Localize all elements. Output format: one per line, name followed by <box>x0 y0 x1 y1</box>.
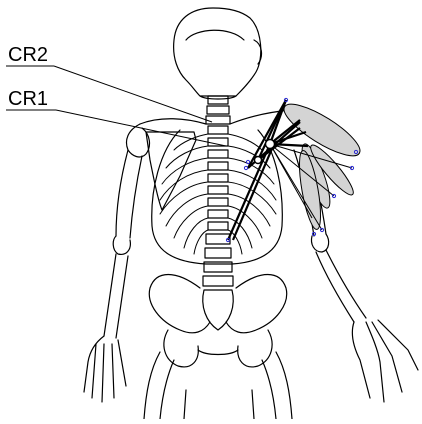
left-arm <box>84 150 142 402</box>
marker <box>246 160 249 163</box>
link-spine-node <box>228 144 270 240</box>
label-cr1: CR1 <box>8 89 48 109</box>
skull <box>174 8 262 99</box>
cr2-leader <box>54 66 212 122</box>
femurs <box>144 352 292 419</box>
cr1-leader <box>56 110 226 146</box>
spine <box>203 126 233 286</box>
marker <box>244 166 247 169</box>
joint-node-lower <box>255 157 262 164</box>
label-cr2: CR2 <box>8 45 48 65</box>
cervical-spine <box>206 96 230 124</box>
left-scapula <box>146 132 196 210</box>
joint-node-upper <box>266 140 275 149</box>
pelvis <box>149 275 286 367</box>
